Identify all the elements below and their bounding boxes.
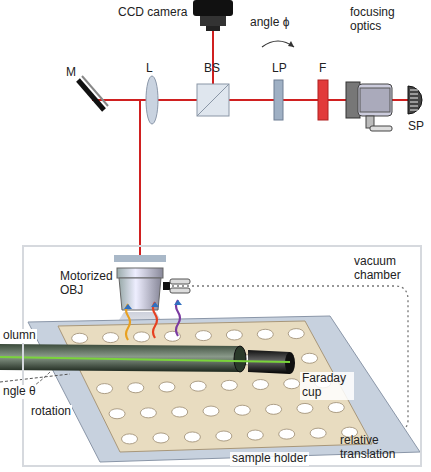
component-label: Faraday cup bbox=[300, 372, 354, 400]
component-label: sample holder bbox=[230, 452, 309, 466]
callout-letter: M bbox=[66, 66, 76, 80]
component-label: Motorized OBJ bbox=[60, 270, 118, 298]
callout-letter: SP bbox=[408, 120, 424, 134]
motion-label: rotation bbox=[30, 405, 72, 419]
component-label: focusing optics bbox=[350, 6, 410, 34]
region-label: vacuum chamber bbox=[354, 255, 414, 283]
callout-letter: L bbox=[146, 62, 153, 76]
angle-label: angle ϕ bbox=[250, 16, 289, 30]
callout-letter: BS bbox=[204, 62, 220, 76]
angle-label: ngle θ bbox=[2, 385, 37, 399]
component-label: CCD camera bbox=[118, 6, 187, 20]
callout-letter: LP bbox=[272, 62, 287, 76]
motion-label: relative translation bbox=[340, 434, 402, 462]
callout-letter: F bbox=[319, 62, 326, 76]
component-label: olumn bbox=[2, 329, 37, 343]
